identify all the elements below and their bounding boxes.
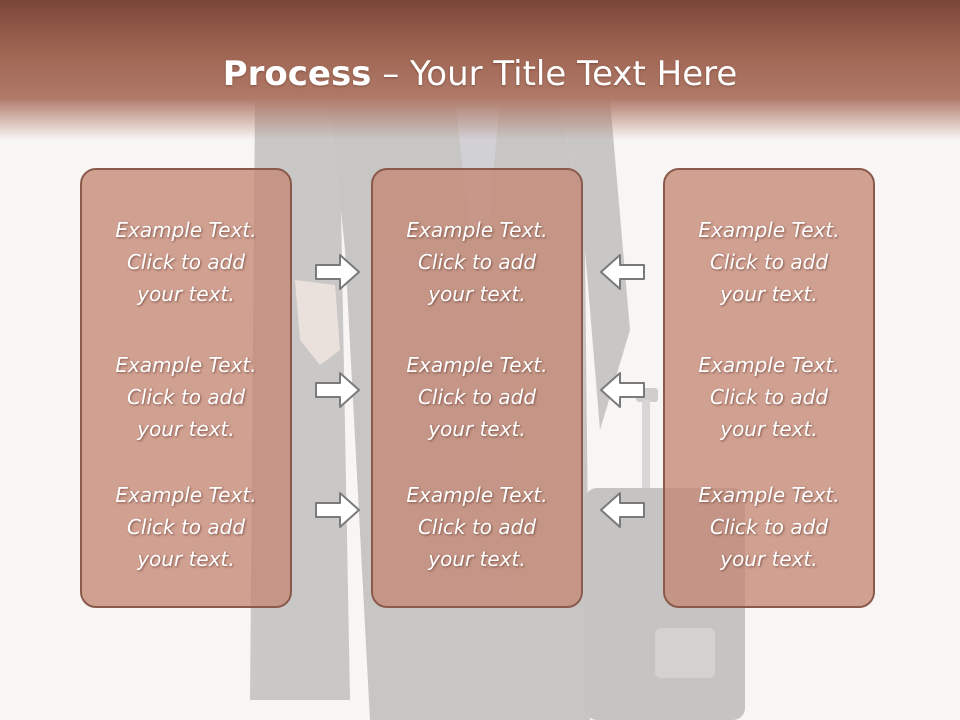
right-text-panel[interactable]: Example Text. Click to add your text. Ex… bbox=[663, 168, 875, 608]
text-line: Example Text. bbox=[115, 353, 257, 377]
text-line: Example Text. bbox=[698, 353, 840, 377]
text-line: your text. bbox=[428, 547, 526, 571]
arrow-right-icon bbox=[315, 372, 360, 408]
text-line: Example Text. bbox=[115, 218, 257, 242]
text-line: Example Text. bbox=[406, 218, 548, 242]
text-block[interactable]: Example Text. Click to add your text. bbox=[82, 214, 290, 310]
text-line: Click to add bbox=[126, 385, 246, 409]
slide-title[interactable]: Process – Your Title Text Here bbox=[0, 52, 960, 96]
arrow-left-icon bbox=[600, 372, 645, 408]
text-block[interactable]: Example Text. Click to add your text. bbox=[665, 214, 873, 310]
title-rest: – Your Title Text Here bbox=[371, 54, 738, 94]
text-line: Click to add bbox=[417, 385, 537, 409]
text-line: Example Text. bbox=[406, 353, 548, 377]
text-line: Example Text. bbox=[115, 483, 257, 507]
text-line: your text. bbox=[428, 417, 526, 441]
text-line: Example Text. bbox=[698, 483, 840, 507]
text-line: Example Text. bbox=[698, 218, 840, 242]
title-bold: Process bbox=[222, 54, 372, 94]
text-line: Example Text. bbox=[406, 483, 548, 507]
left-text-panel[interactable]: Example Text. Click to add your text. Ex… bbox=[80, 168, 292, 608]
text-block[interactable]: Example Text. Click to add your text. bbox=[373, 349, 581, 445]
text-block[interactable]: Example Text. Click to add your text. bbox=[665, 479, 873, 575]
text-block[interactable]: Example Text. Click to add your text. bbox=[665, 349, 873, 445]
text-block[interactable]: Example Text. Click to add your text. bbox=[373, 479, 581, 575]
text-block[interactable]: Example Text. Click to add your text. bbox=[82, 349, 290, 445]
text-line: Click to add bbox=[417, 515, 537, 539]
header-band bbox=[0, 0, 960, 140]
text-line: your text. bbox=[720, 417, 818, 441]
text-line: your text. bbox=[137, 417, 235, 441]
arrow-right-icon bbox=[315, 254, 360, 290]
text-line: your text. bbox=[137, 547, 235, 571]
text-line: your text. bbox=[720, 547, 818, 571]
arrow-left-icon bbox=[600, 254, 645, 290]
text-line: Click to add bbox=[126, 250, 246, 274]
center-text-panel[interactable]: Example Text. Click to add your text. Ex… bbox=[371, 168, 583, 608]
text-line: Click to add bbox=[709, 515, 829, 539]
text-line: your text. bbox=[137, 282, 235, 306]
text-block[interactable]: Example Text. Click to add your text. bbox=[82, 479, 290, 575]
arrow-left-icon bbox=[600, 492, 645, 528]
text-block[interactable]: Example Text. Click to add your text. bbox=[373, 214, 581, 310]
text-line: Click to add bbox=[417, 250, 537, 274]
text-line: Click to add bbox=[709, 250, 829, 274]
text-line: your text. bbox=[720, 282, 818, 306]
text-line: Click to add bbox=[709, 385, 829, 409]
arrow-right-icon bbox=[315, 492, 360, 528]
text-line: Click to add bbox=[126, 515, 246, 539]
text-line: your text. bbox=[428, 282, 526, 306]
